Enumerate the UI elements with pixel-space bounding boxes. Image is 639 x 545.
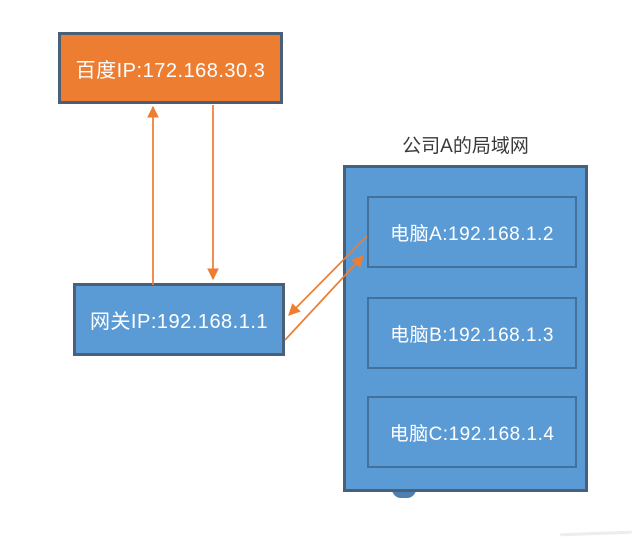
gateway-node: 网关IP:192.168.1.1 xyxy=(73,283,285,356)
computer-b-node: 电脑B:192.168.1.3 xyxy=(367,297,577,369)
computer-a-node: 电脑A:192.168.1.2 xyxy=(367,196,577,268)
lan-title: 公司A的局域网 xyxy=(402,136,529,157)
screenshot-artifact-line xyxy=(559,530,633,537)
baidu-server-label: 百度IP:172.168.30.3 xyxy=(75,59,266,82)
gateway-label: 网关IP:192.168.1.1 xyxy=(89,311,269,333)
computer-b-label: 电脑B:192.168.1.3 xyxy=(390,324,554,346)
computer-a-label: 电脑A:192.168.1.2 xyxy=(390,223,554,245)
computer-c-label: 电脑C:192.168.1.4 xyxy=(389,423,555,445)
baidu-server-node: 百度IP:172.168.30.3 xyxy=(58,32,283,104)
lan-container-bottom-tab xyxy=(392,488,416,498)
computer-c-node: 电脑C:192.168.1.4 xyxy=(367,396,577,468)
